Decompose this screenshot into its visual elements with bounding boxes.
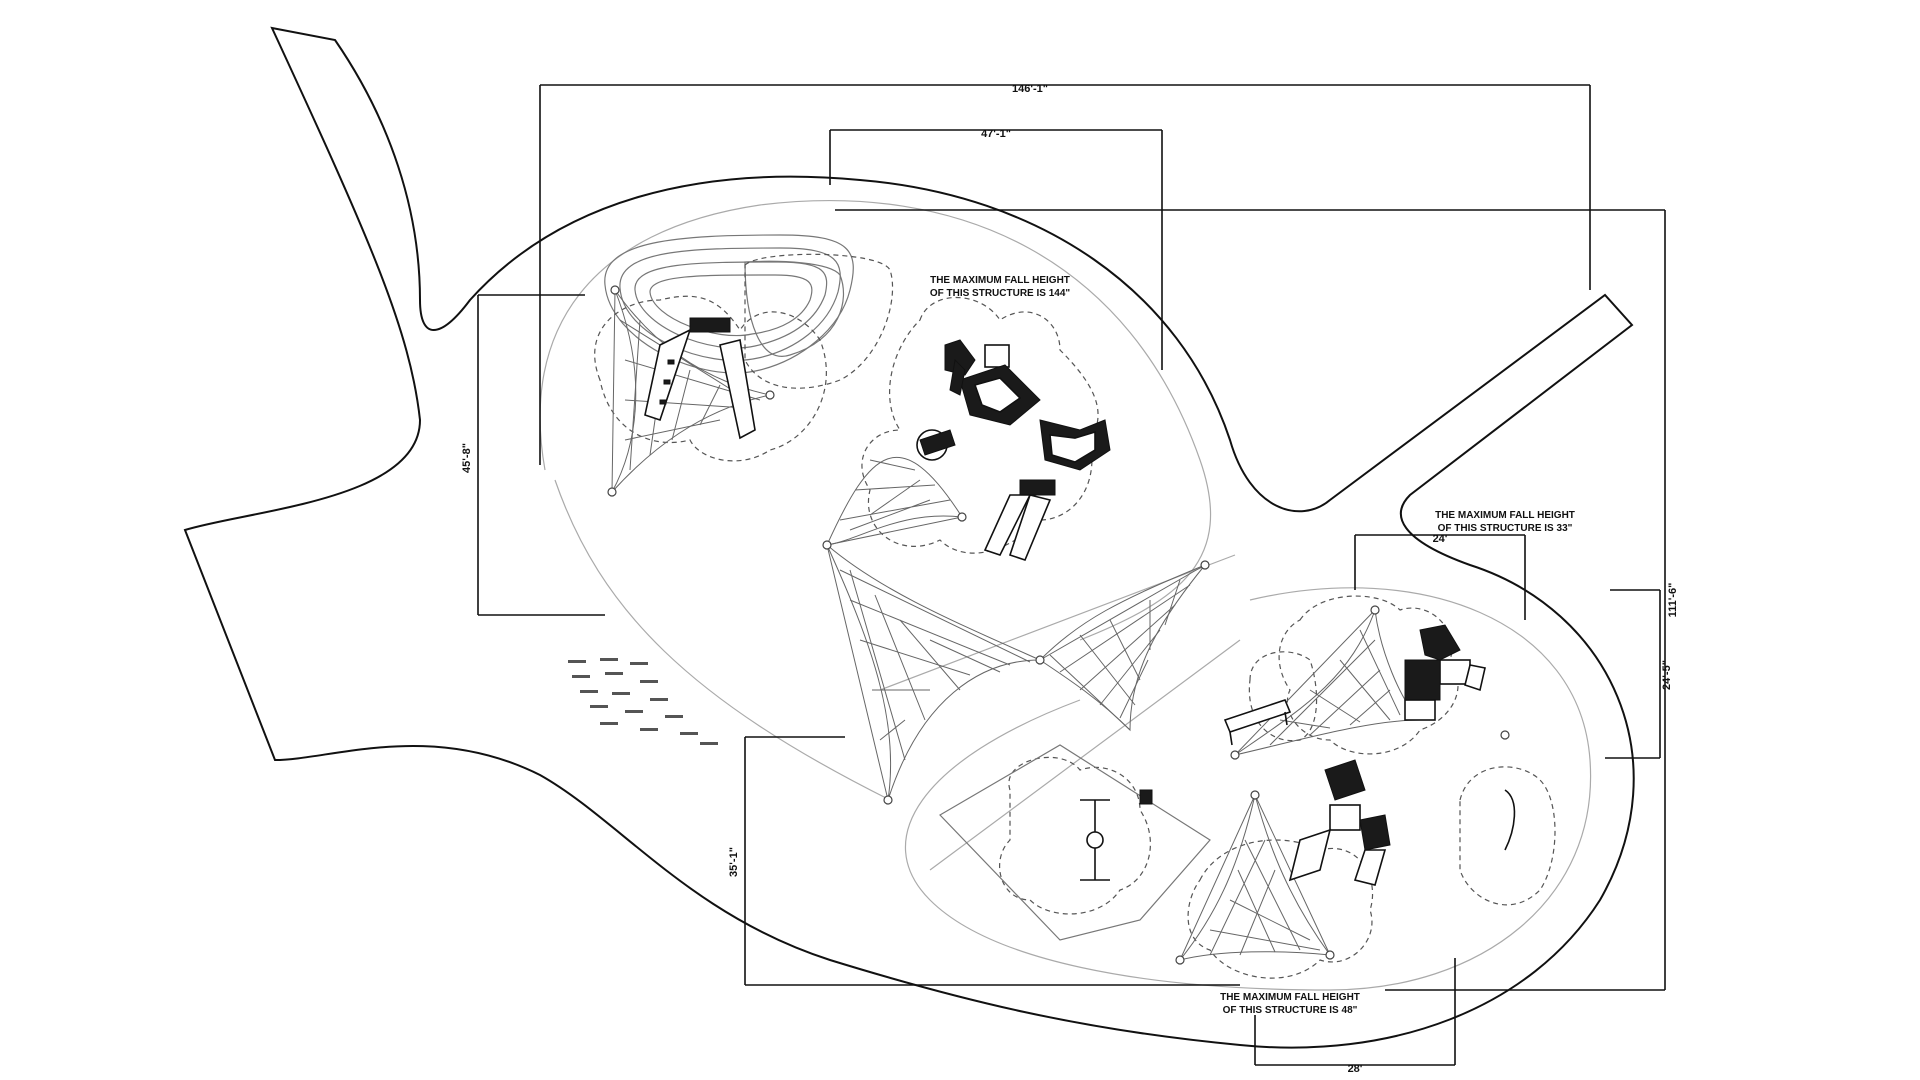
- play-structure-right: [1404, 624, 1486, 721]
- use-zone-spinner: [1459, 766, 1556, 906]
- upper-play-area-edge: [539, 199, 1211, 641]
- fall-height-note-48-line2: OF THIS STRUCTURE IS 48": [1223, 1005, 1358, 1016]
- net-anchor-points: [607, 285, 1510, 965]
- fall-height-note-144-line1: THE MAXIMUM FALL HEIGHT: [930, 275, 1070, 286]
- dim-lower-height: 35'-1": [728, 847, 740, 877]
- site-boundary: [183, 26, 1635, 1049]
- dim-small-width: 24': [1433, 533, 1448, 545]
- shade-sail-middle: [826, 544, 1206, 801]
- spinner: [1504, 789, 1516, 851]
- fall-height-note-48-line1: THE MAXIMUM FALL HEIGHT: [1220, 992, 1360, 1003]
- oval-track: [604, 234, 854, 374]
- shade-sail-right: [1234, 609, 1422, 756]
- dimension-lines: [477, 84, 1666, 1066]
- play-structure-lower: [1288, 759, 1391, 886]
- dim-lower-width: 28': [1348, 1063, 1363, 1075]
- shade-sail-lower: [1178, 794, 1332, 961]
- dim-overall-height: 111'-6": [1667, 583, 1679, 618]
- use-zone-lower-right: [1278, 595, 1459, 755]
- equipment-labels: [568, 658, 718, 745]
- use-zone-swing-area: [939, 744, 1211, 941]
- fall-height-note-144-line2: OF THIS STRUCTURE IS 144": [930, 288, 1071, 299]
- dim-right-height: 24'-5": [1661, 660, 1673, 690]
- fall-height-note-33-line1: THE MAXIMUM FALL HEIGHT: [1435, 510, 1575, 521]
- main-play-tower: [916, 339, 1111, 561]
- use-zone-lower-center: [999, 756, 1151, 915]
- shade-sail-center: [826, 456, 963, 546]
- use-zone-equipment: [1248, 651, 1318, 742]
- seesaw: [1080, 789, 1153, 881]
- dim-upper-width: 47'-1": [981, 128, 1011, 140]
- dim-overall-width: 146'-1": [1012, 83, 1048, 95]
- fall-height-note-33-line2: OF THIS STRUCTURE IS 33": [1438, 523, 1573, 534]
- dim-left-height: 45'-8": [461, 443, 473, 473]
- use-zone-upper-left: [594, 295, 827, 462]
- lower-play-area-edge: [904, 587, 1592, 991]
- bench: [1223, 699, 1292, 746]
- climbing-structure-left: [644, 317, 756, 440]
- use-zone-tower: [861, 297, 1099, 554]
- use-zone-climber: [1187, 839, 1374, 979]
